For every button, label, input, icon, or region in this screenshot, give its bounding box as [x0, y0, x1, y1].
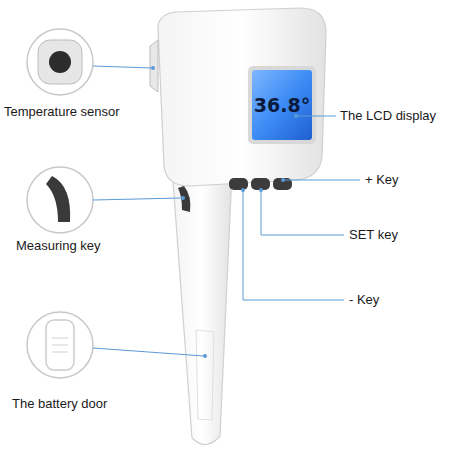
part-label: SET key — [349, 227, 398, 243]
part-label: The battery door — [12, 396, 107, 412]
part-label: + Key — [365, 172, 399, 188]
measuring-trigger — [178, 186, 190, 212]
sensor-lens — [49, 51, 71, 73]
battery-door-outline — [196, 330, 214, 420]
handle — [172, 168, 232, 445]
lcd-screen — [252, 70, 312, 140]
part-label: Temperature sensor — [4, 104, 120, 120]
sensor-nose — [150, 40, 158, 92]
detail-circle — [27, 29, 93, 95]
sensor-detail — [38, 40, 82, 84]
detail-circle — [27, 312, 93, 378]
head — [158, 8, 326, 186]
part-label: Measuring key — [16, 238, 101, 254]
part-label: The LCD display — [340, 108, 436, 124]
door-detail — [46, 320, 74, 370]
part-label: - Key — [349, 292, 379, 308]
minus-button — [229, 178, 248, 190]
lcd-reading: 36.8° — [252, 70, 312, 140]
leader-lines — [93, 66, 360, 356]
detail-circle — [27, 167, 93, 233]
key-detail — [46, 176, 70, 222]
lcd-bezel — [248, 66, 316, 144]
